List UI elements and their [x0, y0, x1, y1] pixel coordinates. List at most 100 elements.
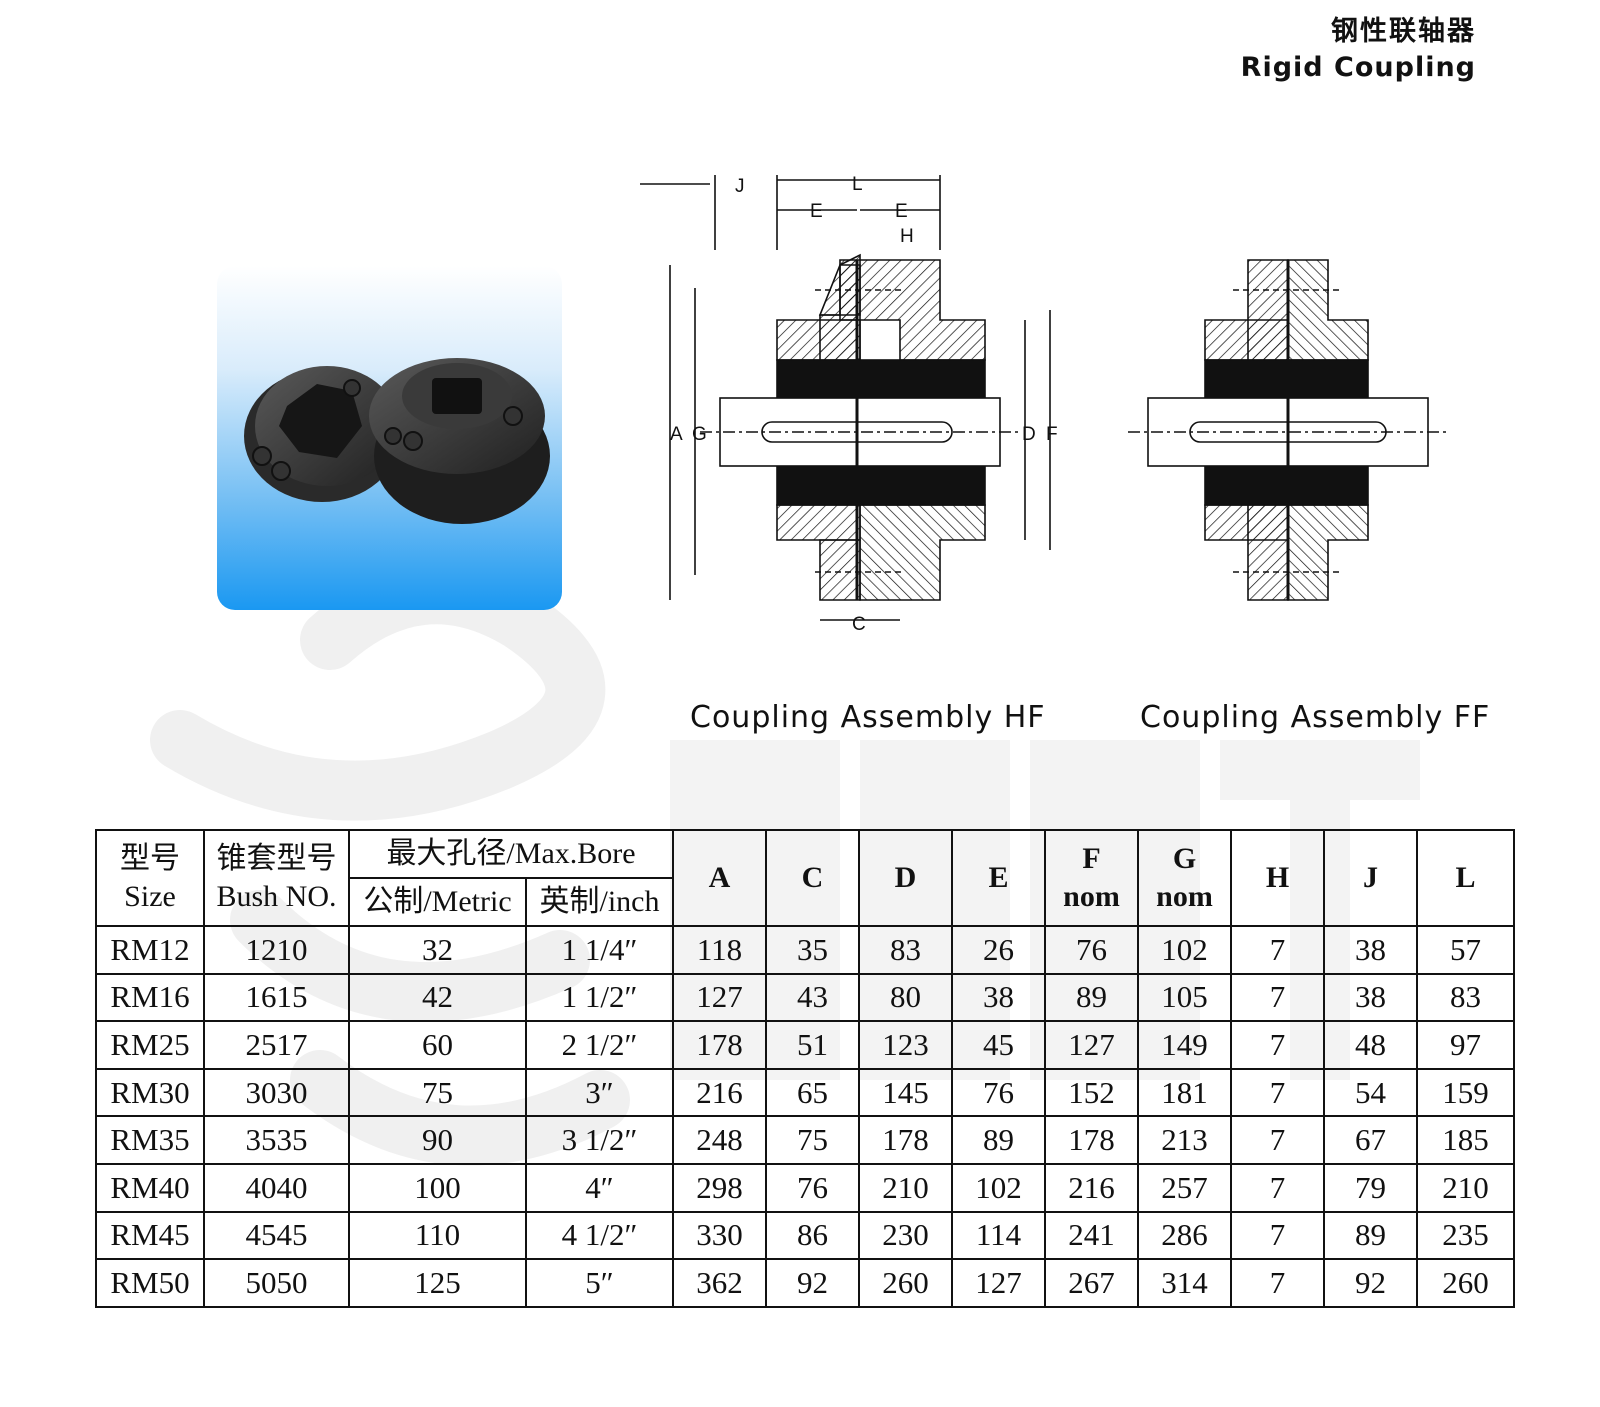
- cell-inch: 1 1/4″: [524, 925, 675, 975]
- cell-h: 7: [1230, 972, 1326, 1023]
- header-f-sub: nom: [1063, 880, 1120, 913]
- header-inch: 英制/inch: [524, 877, 675, 927]
- cell-bush: 2517: [203, 1020, 350, 1070]
- caption-assembly-hf: Coupling Assembly HF: [690, 700, 1046, 735]
- cell-h: 7: [1230, 1162, 1326, 1213]
- dim-label-l: L: [852, 174, 863, 195]
- cell-g: 149: [1137, 1020, 1233, 1070]
- dim-label-g: G: [692, 424, 707, 445]
- table-row: RM30 3030 75 3″ 216 65 145 76 152 181 7 …: [95, 1067, 1516, 1118]
- cell-f: 216: [1044, 1162, 1140, 1213]
- cell-inch: 3″: [524, 1067, 675, 1118]
- cell-j: 54: [1323, 1067, 1419, 1118]
- cell-a: 248: [672, 1115, 768, 1165]
- cell-bush: 4040: [203, 1162, 350, 1213]
- coupling-photo-illustration: [244, 358, 550, 524]
- header-f: F nom: [1044, 829, 1140, 927]
- table-row: RM35 3535 90 3 1/2″ 248 75 178 89 178 21…: [95, 1115, 1516, 1165]
- cell-f: 152: [1044, 1067, 1140, 1118]
- cell-j: 89: [1323, 1210, 1419, 1261]
- cell-metric: 75: [348, 1067, 527, 1118]
- cell-a: 216: [672, 1067, 768, 1118]
- cell-bush: 1615: [203, 972, 350, 1023]
- cell-f: 267: [1044, 1258, 1140, 1308]
- dim-label-d: D: [1022, 424, 1036, 445]
- dim-label-e-left: E: [810, 201, 823, 222]
- cell-c: 65: [765, 1067, 861, 1118]
- cell-d: 145: [858, 1067, 954, 1118]
- cell-metric: 60: [348, 1020, 527, 1070]
- cell-d: 260: [858, 1258, 954, 1308]
- header-size: 型号 Size: [95, 829, 205, 927]
- cell-bush: 3030: [203, 1067, 350, 1118]
- cell-size: RM40: [95, 1162, 205, 1213]
- cell-l: 57: [1416, 925, 1516, 975]
- page-title: 钢性联轴器 Rigid Coupling: [1241, 14, 1476, 86]
- dim-label-h: H: [900, 226, 914, 247]
- header-bush-en: Bush NO.: [216, 880, 337, 913]
- cell-h: 7: [1230, 1210, 1326, 1261]
- cell-size: RM50: [95, 1258, 205, 1308]
- dim-label-j: J: [735, 176, 745, 197]
- cell-bush: 3535: [203, 1115, 350, 1165]
- cell-g: 105: [1137, 972, 1233, 1023]
- cell-size: RM16: [95, 972, 205, 1023]
- cell-g: 213: [1137, 1115, 1233, 1165]
- cell-a: 330: [672, 1210, 768, 1261]
- caption-assembly-ff: Coupling Assembly FF: [1140, 700, 1491, 735]
- header-g-sub: nom: [1156, 880, 1213, 913]
- cell-a: 178: [672, 1020, 768, 1070]
- cell-metric: 125: [348, 1258, 527, 1308]
- cell-g: 286: [1137, 1210, 1233, 1261]
- cell-a: 362: [672, 1258, 768, 1308]
- cell-g: 181: [1137, 1067, 1233, 1118]
- header-g-label: G: [1172, 842, 1197, 875]
- cell-j: 48: [1323, 1020, 1419, 1070]
- cell-j: 38: [1323, 925, 1419, 975]
- dim-label-e-right: E: [895, 201, 908, 222]
- cell-metric: 110: [348, 1210, 527, 1261]
- cell-e: 89: [951, 1115, 1047, 1165]
- cell-l: 260: [1416, 1258, 1516, 1308]
- header-f-label: F: [1082, 842, 1101, 875]
- cell-d: 178: [858, 1115, 954, 1165]
- cell-l: 210: [1416, 1162, 1516, 1213]
- header-j: J: [1323, 829, 1419, 927]
- cell-inch: 4″: [524, 1162, 675, 1213]
- header-d: D: [858, 829, 954, 927]
- cell-g: 257: [1137, 1162, 1233, 1213]
- cell-inch: 2 1/2″: [524, 1020, 675, 1070]
- cell-c: 35: [765, 925, 861, 975]
- cell-e: 102: [951, 1162, 1047, 1213]
- cell-h: 7: [1230, 1115, 1326, 1165]
- cell-c: 92: [765, 1258, 861, 1308]
- header-max-bore: 最大孔径/Max.Bore: [347, 829, 675, 879]
- cell-j: 79: [1323, 1162, 1419, 1213]
- header-metric: 公制/Metric: [348, 877, 527, 927]
- cell-inch: 4 1/2″: [524, 1210, 675, 1261]
- cell-l: 97: [1416, 1020, 1516, 1070]
- cell-d: 80: [858, 972, 954, 1023]
- table-row: RM40 4040 100 4″ 298 76 210 102 216 257 …: [95, 1162, 1516, 1213]
- table-row: RM45 4545 110 4 1/2″ 330 86 230 114 241 …: [95, 1210, 1516, 1261]
- header-bush: 锥套型号 Bush NO.: [203, 829, 350, 927]
- cell-inch: 3 1/2″: [524, 1115, 675, 1165]
- coupling-technical-drawing: J L E E H A G D F C: [640, 174, 1448, 635]
- cell-j: 67: [1323, 1115, 1419, 1165]
- cell-e: 45: [951, 1020, 1047, 1070]
- cell-l: 83: [1416, 972, 1516, 1023]
- cell-l: 185: [1416, 1115, 1516, 1165]
- cell-size: RM25: [95, 1020, 205, 1070]
- cell-h: 7: [1230, 1020, 1326, 1070]
- cell-e: 76: [951, 1067, 1047, 1118]
- header-bush-cn: 锥套型号: [216, 842, 337, 875]
- cell-f: 178: [1044, 1115, 1140, 1165]
- cell-inch: 5″: [524, 1258, 675, 1308]
- cell-metric: 100: [348, 1162, 527, 1213]
- cell-f: 127: [1044, 1020, 1140, 1070]
- cell-c: 51: [765, 1020, 861, 1070]
- table-subheader-row: 公制/Metric 英制/inch: [96, 877, 1514, 927]
- cell-e: 26: [951, 925, 1047, 975]
- cell-c: 75: [765, 1115, 861, 1165]
- cell-h: 7: [1230, 925, 1326, 975]
